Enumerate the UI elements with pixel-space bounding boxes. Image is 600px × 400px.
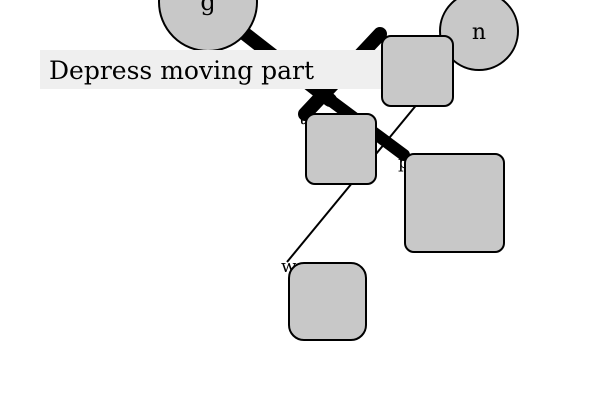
block-middle[interactable] — [305, 113, 377, 185]
circle-label-g: g — [200, 0, 215, 16]
block-top-right[interactable] — [381, 35, 454, 107]
block-bottom[interactable] — [288, 262, 367, 341]
joint-label-t: t — [299, 108, 307, 129]
block-large-right[interactable] — [404, 153, 505, 253]
instruction-text: Depress moving part — [49, 56, 314, 85]
circle-label-n: n — [472, 20, 486, 45]
circle-body-g[interactable]: g — [158, 0, 258, 52]
circle-body-n[interactable]: n — [439, 0, 519, 71]
joint-label-e: e — [374, 27, 385, 48]
instruction-banner: Depress moving part — [40, 50, 388, 89]
joint-label-p: p — [398, 152, 410, 173]
